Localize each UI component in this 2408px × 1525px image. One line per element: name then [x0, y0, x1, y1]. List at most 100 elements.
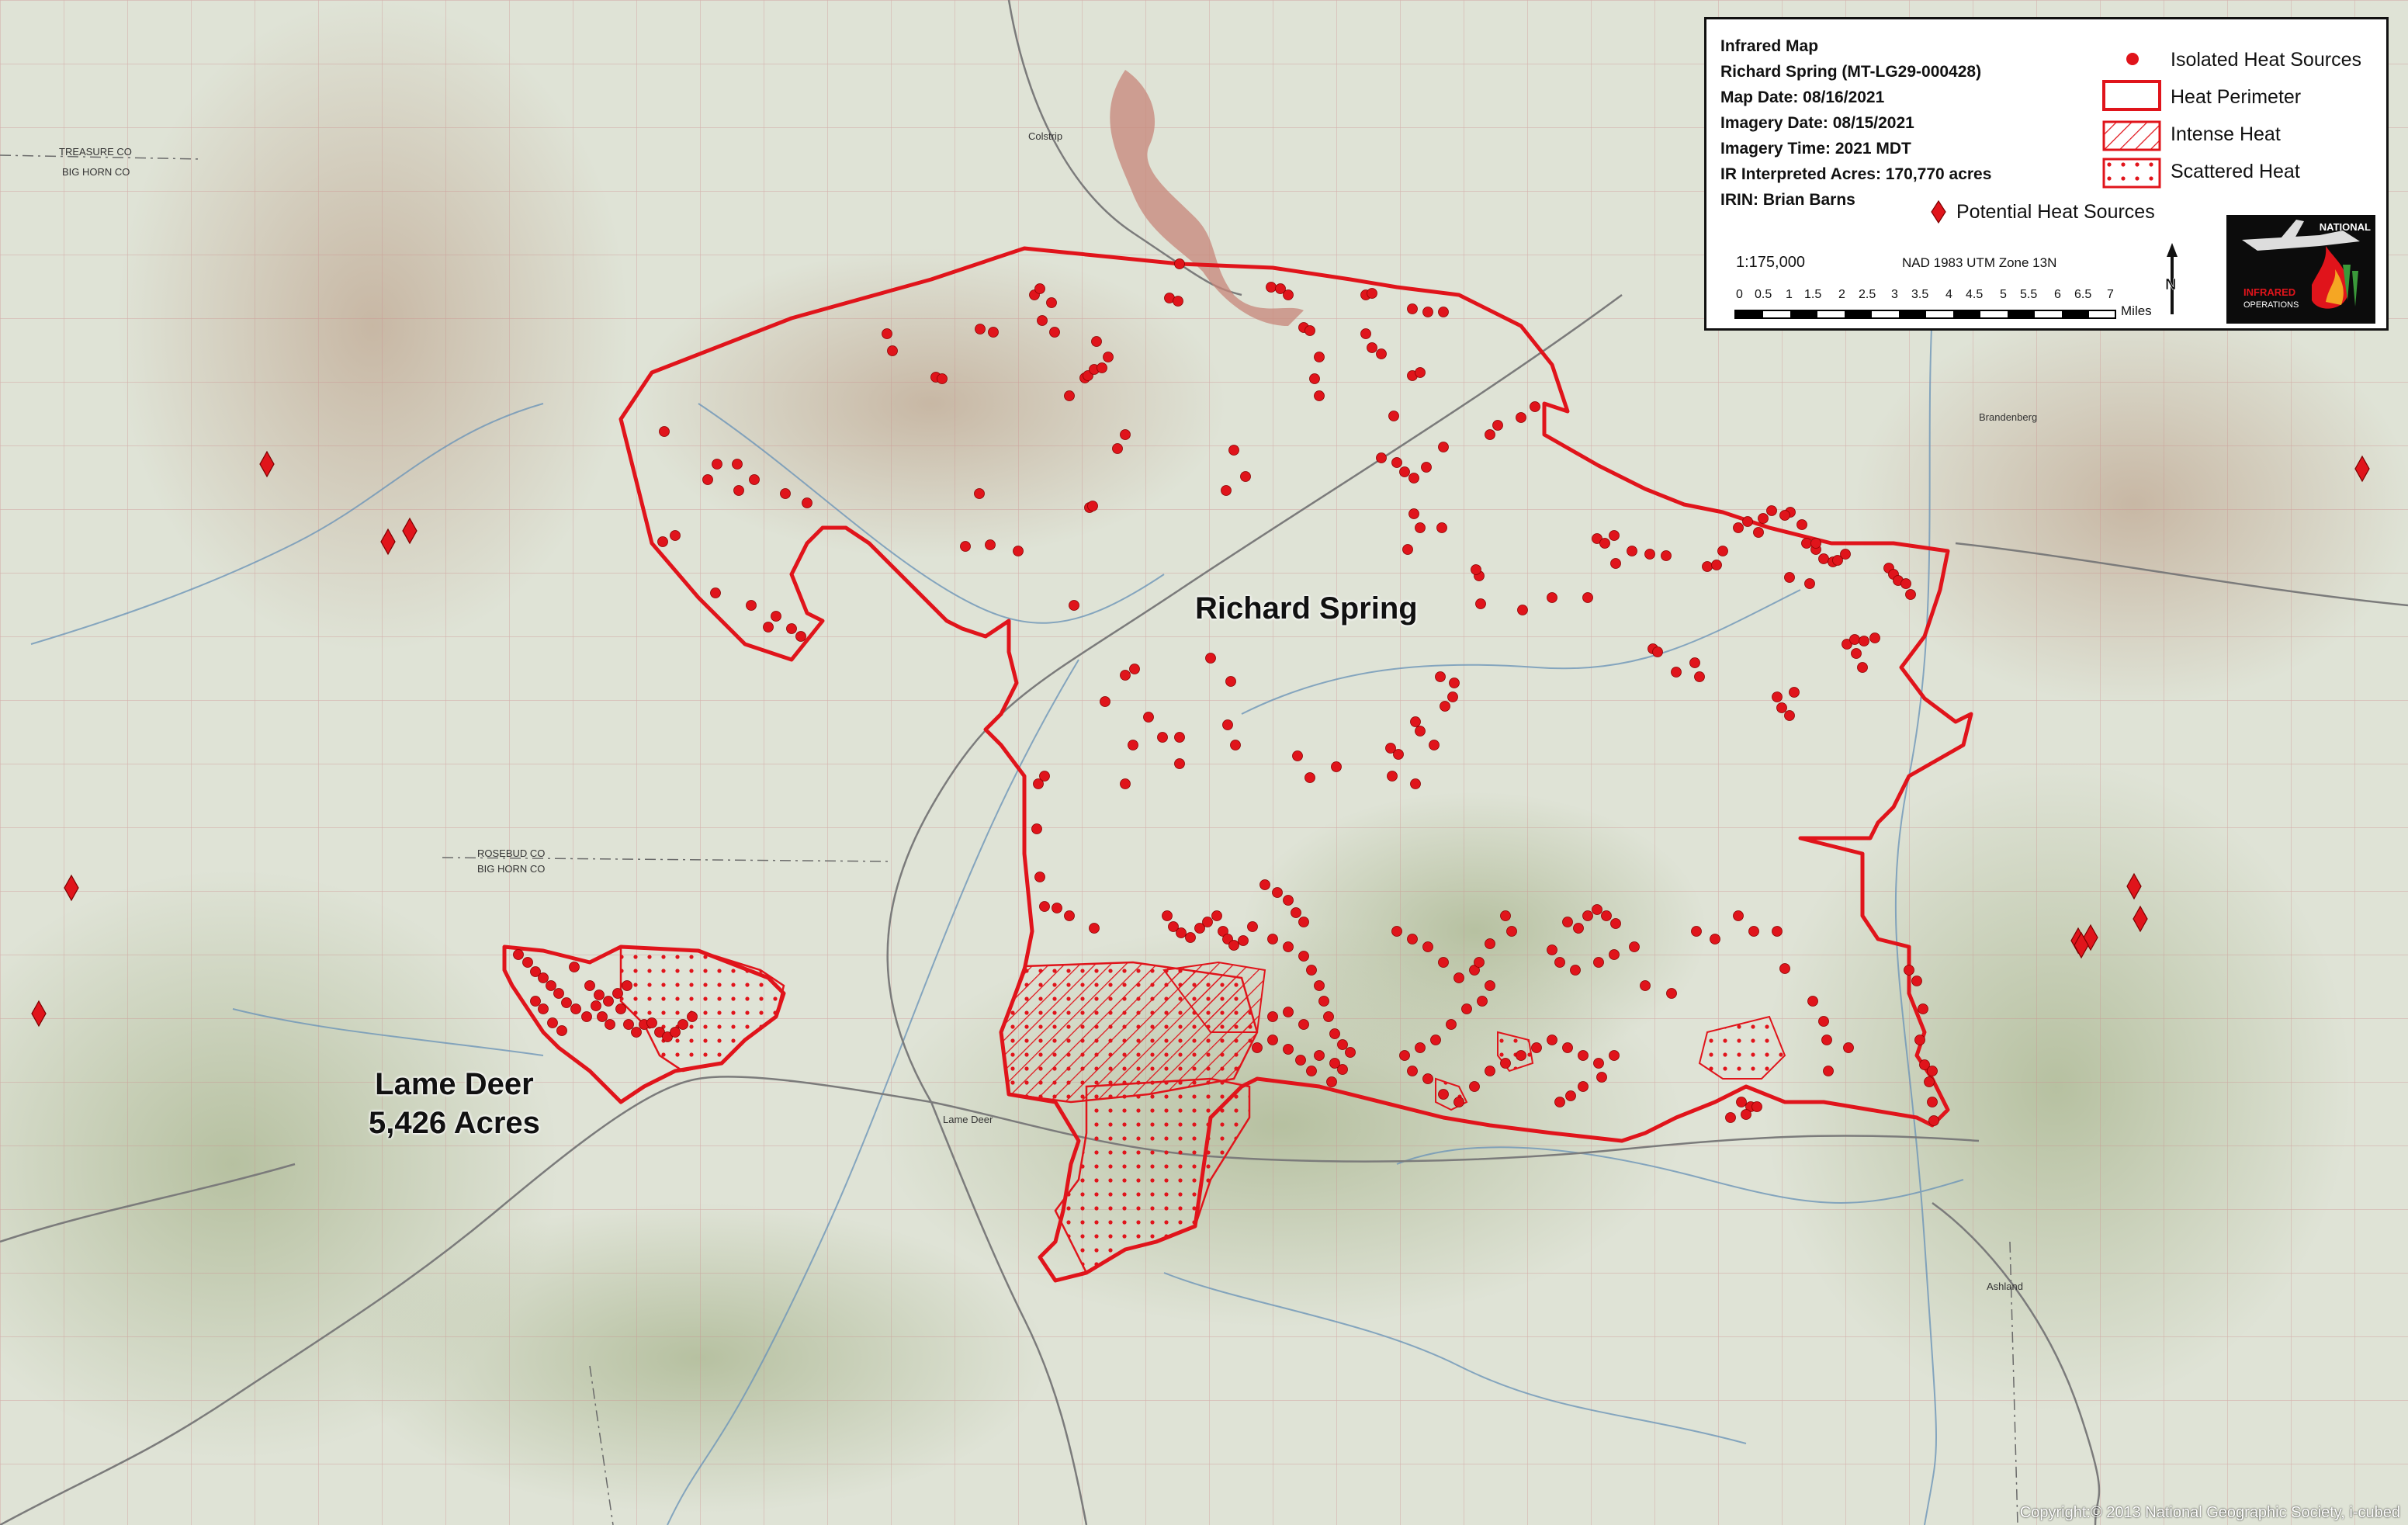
isolated-heat-dot[interactable] [1435, 671, 1446, 682]
isolated-heat-dot[interactable] [1733, 522, 1744, 533]
potential-heat-diamond[interactable] [2126, 872, 2142, 900]
isolated-heat-dot[interactable] [1447, 691, 1458, 702]
isolated-heat-dot[interactable] [1547, 944, 1557, 955]
isolated-heat-dot[interactable] [561, 997, 572, 1008]
isolated-heat-dot[interactable] [1905, 589, 1916, 600]
isolated-heat-dot[interactable] [1779, 510, 1790, 521]
isolated-heat-dot[interactable] [786, 623, 797, 634]
isolated-heat-dot[interactable] [1391, 926, 1402, 937]
isolated-heat-dot[interactable] [1230, 740, 1241, 750]
isolated-heat-dot[interactable] [657, 536, 668, 547]
isolated-heat-dot[interactable] [1185, 932, 1196, 943]
isolated-heat-dot[interactable] [1407, 934, 1418, 944]
isolated-heat-dot[interactable] [1421, 462, 1432, 473]
isolated-heat-dot[interactable] [1393, 749, 1404, 760]
isolated-heat-dot[interactable] [594, 990, 605, 1000]
isolated-heat-dot[interactable] [677, 1019, 688, 1030]
isolated-heat-dot[interactable] [581, 1011, 592, 1022]
isolated-heat-dot[interactable] [1128, 740, 1138, 750]
isolated-heat-dot[interactable] [1627, 546, 1637, 556]
potential-heat-diamond[interactable] [2354, 455, 2370, 483]
isolated-heat-dot[interactable] [1367, 288, 1377, 299]
isolated-heat-dot[interactable] [622, 980, 632, 991]
isolated-heat-dot[interactable] [1725, 1112, 1736, 1123]
isolated-heat-dot[interactable] [732, 459, 743, 470]
isolated-heat-dot[interactable] [1087, 501, 1098, 511]
isolated-heat-dot[interactable] [1415, 1042, 1426, 1053]
isolated-heat-dot[interactable] [1174, 758, 1185, 769]
potential-heat-diamond[interactable] [380, 528, 396, 556]
isolated-heat-dot[interactable] [1924, 1076, 1935, 1087]
isolated-heat-dot[interactable] [1601, 910, 1612, 921]
isolated-heat-dot[interactable] [1422, 1073, 1433, 1084]
isolated-heat-dot[interactable] [654, 1027, 665, 1038]
isolated-heat-dot[interactable] [1306, 965, 1317, 976]
isolated-heat-dot[interactable] [1928, 1115, 1939, 1126]
isolated-heat-dot[interactable] [937, 373, 948, 384]
isolated-heat-dot[interactable] [1345, 1047, 1356, 1058]
isolated-heat-dot[interactable] [1323, 1011, 1334, 1022]
potential-heat-diamond[interactable] [64, 874, 79, 902]
isolated-heat-dot[interactable] [612, 988, 623, 999]
isolated-heat-dot[interactable] [1453, 1097, 1464, 1107]
isolated-heat-dot[interactable] [1331, 761, 1342, 772]
isolated-heat-dot[interactable] [1120, 670, 1131, 681]
isolated-heat-dot[interactable] [1599, 538, 1610, 549]
isolated-heat-dot[interactable] [802, 497, 812, 508]
isolated-heat-dot[interactable] [1174, 732, 1185, 743]
isolated-heat-dot[interactable] [1919, 1059, 1930, 1070]
isolated-heat-dot[interactable] [1306, 1066, 1317, 1076]
isolated-heat-dot[interactable] [1240, 471, 1251, 482]
isolated-heat-dot[interactable] [1176, 927, 1187, 938]
isolated-heat-dot[interactable] [1228, 940, 1239, 951]
isolated-heat-dot[interactable] [1485, 980, 1495, 991]
isolated-heat-dot[interactable] [887, 345, 898, 356]
isolated-heat-dot[interactable] [1821, 1035, 1832, 1045]
isolated-heat-dot[interactable] [1570, 965, 1581, 976]
isolated-heat-dot[interactable] [1691, 926, 1702, 937]
isolated-heat-dot[interactable] [546, 980, 556, 991]
isolated-heat-dot[interactable] [662, 1031, 673, 1042]
isolated-heat-dot[interactable] [1438, 957, 1449, 968]
isolated-heat-dot[interactable] [1772, 926, 1783, 937]
isolated-heat-dot[interactable] [1582, 910, 1593, 921]
isolated-heat-dot[interactable] [1779, 963, 1790, 974]
isolated-heat-dot[interactable] [1758, 513, 1769, 524]
isolated-heat-dot[interactable] [1415, 367, 1426, 378]
isolated-heat-dot[interactable] [603, 996, 614, 1007]
isolated-heat-dot[interactable] [1661, 550, 1672, 561]
isolated-heat-dot[interactable] [1031, 823, 1042, 834]
isolated-heat-dot[interactable] [1717, 546, 1728, 556]
isolated-heat-dot[interactable] [1914, 1035, 1925, 1045]
isolated-heat-dot[interactable] [1562, 917, 1573, 927]
isolated-heat-dot[interactable] [1911, 976, 1922, 986]
isolated-heat-dot[interactable] [1162, 910, 1173, 921]
isolated-heat-dot[interactable] [1291, 907, 1301, 918]
richard-spring-perimeter[interactable] [618, 246, 1973, 1283]
isolated-heat-dot[interactable] [1422, 941, 1433, 952]
isolated-heat-dot[interactable] [1710, 934, 1720, 944]
isolated-heat-dot[interactable] [1807, 996, 1818, 1007]
isolated-heat-dot[interactable] [1440, 701, 1450, 712]
isolated-heat-dot[interactable] [1402, 544, 1413, 555]
isolated-heat-dot[interactable] [1801, 538, 1812, 549]
isolated-heat-dot[interactable] [1652, 646, 1663, 657]
isolated-heat-dot[interactable] [746, 600, 757, 611]
isolated-heat-dot[interactable] [1112, 443, 1123, 454]
isolated-heat-dot[interactable] [1927, 1097, 1938, 1107]
isolated-heat-dot[interactable] [513, 949, 524, 960]
isolated-heat-dot[interactable] [1453, 972, 1464, 983]
isolated-heat-dot[interactable] [1469, 965, 1480, 976]
isolated-heat-dot[interactable] [771, 611, 781, 622]
isolated-heat-dot[interactable] [1211, 910, 1222, 921]
isolated-heat-dot[interactable] [1592, 533, 1602, 544]
isolated-heat-dot[interactable] [1329, 1058, 1340, 1069]
isolated-heat-dot[interactable] [1818, 1016, 1829, 1027]
isolated-heat-dot[interactable] [1840, 549, 1851, 560]
isolated-heat-dot[interactable] [1485, 938, 1495, 949]
isolated-heat-dot[interactable] [631, 1027, 642, 1038]
isolated-heat-dot[interactable] [1052, 903, 1062, 913]
isolated-heat-dot[interactable] [1314, 1050, 1325, 1061]
isolated-heat-dot[interactable] [1295, 1055, 1306, 1066]
